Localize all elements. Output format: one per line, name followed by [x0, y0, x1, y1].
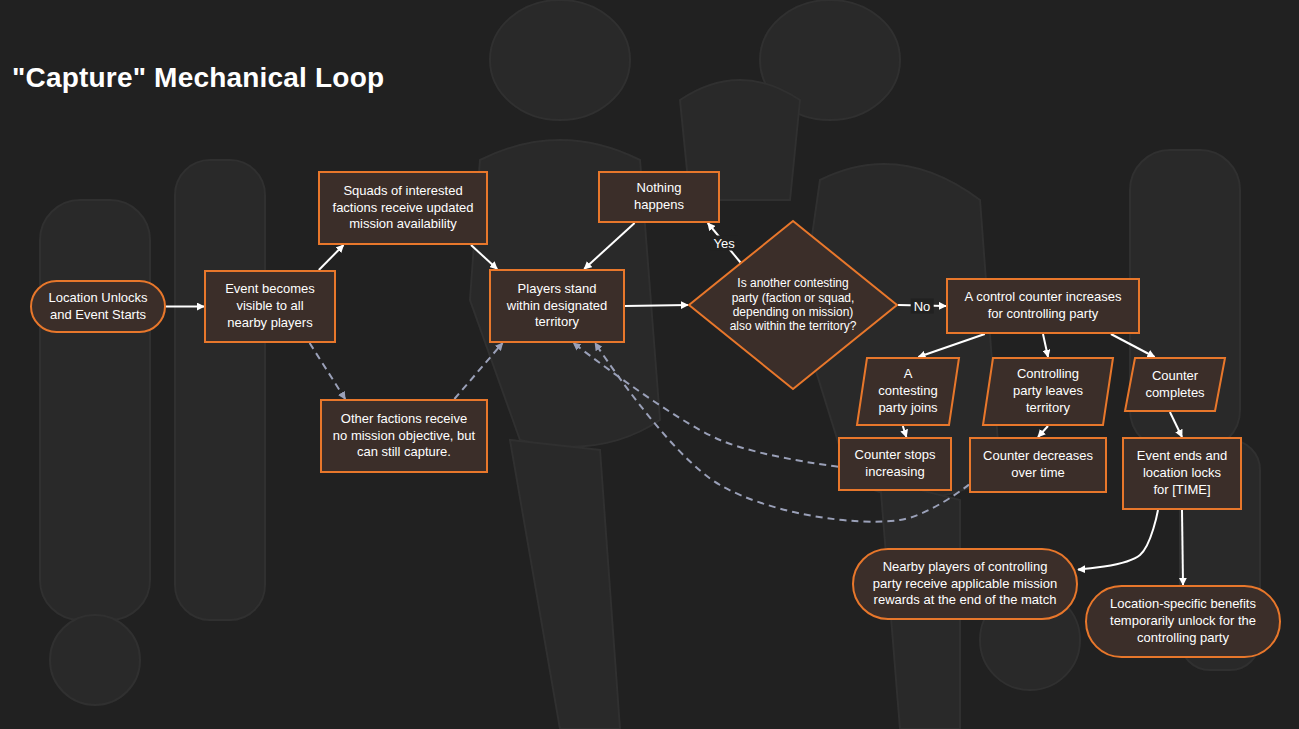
node-label: Other factions receive no mission object… [332, 411, 476, 462]
process-box: A control counter increases for controll… [946, 278, 1140, 334]
node-text-group: Controlling party leaves territory [1002, 366, 1094, 417]
node-label: Location Unlocks and Event Starts [48, 290, 148, 324]
dashed-connector [310, 343, 346, 399]
arrow-connector [708, 223, 741, 263]
node-label: Nearby players of controlling party rece… [870, 559, 1060, 610]
node-text-group: Location-specific benefits temporarily u… [1103, 596, 1263, 647]
arrow-connector [1170, 412, 1182, 437]
node-label: Controlling party leaves territory [1002, 366, 1094, 417]
process-box: Counter stops increasing [838, 437, 952, 491]
node-text-group: Event becomes visible to all nearby play… [216, 281, 324, 332]
node-text-group: Nothing happens [610, 180, 708, 214]
node-label: Counter decreases over time [981, 448, 1095, 482]
node-label: Location-specific benefits temporarily u… [1103, 596, 1263, 647]
node-text-group: Event ends and location locks for [TIME] [1134, 448, 1230, 499]
node-label: Squads of interested factions receive up… [330, 183, 476, 234]
node-text-group: Squads of interested factions receive up… [330, 183, 476, 234]
arrow-connector [625, 305, 688, 306]
condition-parallelogram: A contesting party joins [856, 357, 960, 426]
process-box: Counter decreases over time [969, 437, 1107, 493]
arrow-connector [584, 223, 634, 269]
edge-label: Yes [711, 235, 738, 250]
node-text-group: A control counter increases for controll… [958, 289, 1128, 323]
node-text-group: Counter stops increasing [850, 447, 940, 481]
dashed-connector [454, 343, 502, 399]
node-label: Counter stops increasing [850, 447, 940, 481]
terminal-pill: Nearby players of controlling party rece… [852, 548, 1078, 620]
node-label: Event becomes visible to all nearby play… [216, 281, 324, 332]
process-box: Event becomes visible to all nearby play… [204, 270, 336, 343]
arrow-connector [918, 334, 984, 357]
node-text-group: Location Unlocks and Event Starts [48, 290, 148, 324]
node-label: Counter completes [1144, 368, 1206, 402]
arrow-connector [471, 245, 497, 269]
arrow-connector [1078, 510, 1158, 570]
terminal-pill: Location-specific benefits temporarily u… [1085, 585, 1281, 658]
diagram-title: "Capture" Mechanical Loop [12, 62, 384, 94]
node-text-group: Other factions receive no mission object… [332, 411, 476, 462]
node-text-group: Is another contesting party (faction or … [723, 276, 863, 334]
arrow-connector [1038, 426, 1048, 437]
node-text-group: Players stand within designated territor… [501, 281, 613, 332]
node-text-group: Counter completes [1144, 368, 1206, 402]
node-text-group: A contesting party joins [876, 366, 940, 417]
process-box: Other factions receive no mission object… [320, 399, 488, 473]
armor-figures [40, 0, 1260, 729]
terminal-pill: Location Unlocks and Event Starts [30, 280, 166, 333]
node-label: Event ends and location locks for [TIME] [1134, 448, 1230, 499]
condition-parallelogram: Counter completes [1124, 357, 1226, 412]
arrow-connector [319, 245, 344, 270]
process-box: Nothing happens [598, 171, 720, 223]
node-label: Nothing happens [610, 180, 708, 214]
arrow-connector [1111, 334, 1155, 357]
edge-label: No [911, 298, 934, 313]
condition-parallelogram: Controlling party leaves territory [982, 357, 1114, 426]
process-box: Event ends and location locks for [TIME] [1122, 437, 1242, 510]
node-label: Is another contesting party (faction or … [723, 276, 863, 334]
node-text-group: Counter decreases over time [981, 448, 1095, 482]
node-text-group: Nearby players of controlling party rece… [870, 559, 1060, 610]
process-box: Players stand within designated territor… [489, 269, 625, 343]
arrow-connector [1182, 510, 1183, 585]
arrow-connector [903, 426, 907, 437]
node-label: Players stand within designated territor… [501, 281, 613, 332]
node-label: A contesting party joins [876, 366, 940, 417]
arrow-connector [166, 306, 204, 308]
node-label: A control counter increases for controll… [958, 289, 1128, 323]
arrow-connector [1043, 334, 1048, 357]
process-box: Squads of interested factions receive up… [318, 171, 488, 245]
